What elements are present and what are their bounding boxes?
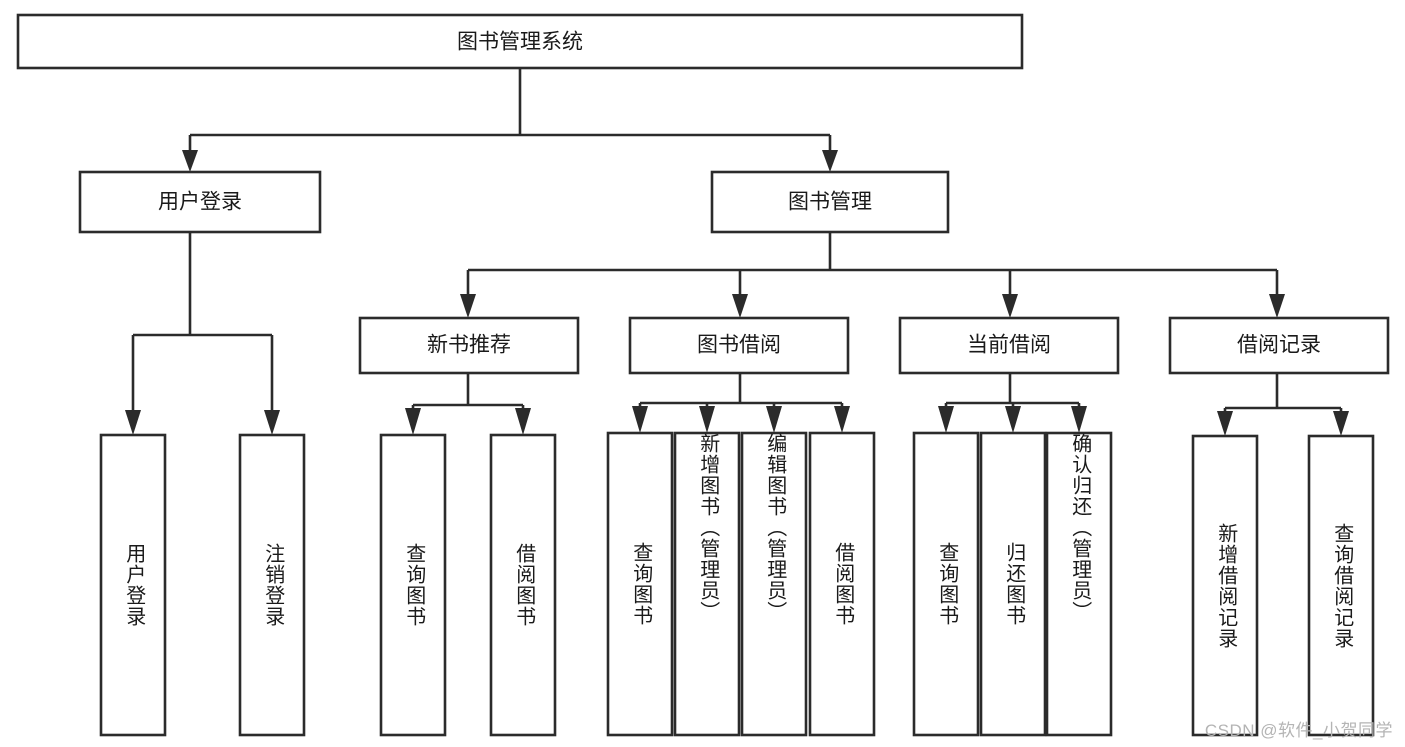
arrow-head-book-manage <box>822 150 838 172</box>
leaf-box-new-book-0[interactable] <box>379 433 447 737</box>
connector-group-user-login-leaves <box>125 232 280 435</box>
leaf-box-book-borrow-3[interactable] <box>808 431 876 737</box>
arrow-head-leaf-new-book-1 <box>515 408 531 435</box>
arrow-head-leaf-new-book-0 <box>405 408 421 435</box>
node-book-manage-box <box>710 170 950 234</box>
connector-group-book-manage-to-level2 <box>460 232 1285 318</box>
leaf-box-current-borrow-0[interactable] <box>912 431 980 737</box>
node-root-system-box <box>16 13 1024 70</box>
arrow-head-new-book-recommend <box>460 294 476 318</box>
arrow-head-leaf-book-borrow-3 <box>834 406 850 433</box>
leaf-box-user-login-1[interactable] <box>238 433 306 737</box>
arrow-head-leaf-borrow-record-0 <box>1217 411 1233 436</box>
connector-group-new-book-leaves <box>405 373 531 435</box>
leaf-box-book-borrow-2[interactable] <box>740 431 808 737</box>
node-user-login-label: 用户登录 <box>158 191 242 214</box>
node-borrow-record-box <box>1168 316 1390 375</box>
node-user-login-box <box>78 170 322 234</box>
node-new-book-recommend-box <box>358 316 580 375</box>
connector-group-root-to-level1 <box>182 68 838 172</box>
node-new-book-recommend-label: 新书推荐 <box>427 334 511 357</box>
node-root-system[interactable]: 图书管理系统 <box>16 13 1024 70</box>
node-book-manage[interactable]: 图书管理 <box>710 170 950 234</box>
node-book-borrow-label: 图书借阅 <box>697 334 781 357</box>
node-root-system-label: 图书管理系统 <box>457 31 583 54</box>
leaf-box-borrow-record-0[interactable] <box>1191 434 1259 737</box>
node-borrow-record[interactable]: 借阅记录 <box>1168 316 1390 375</box>
node-current-borrow[interactable]: 当前借阅 <box>898 316 1120 375</box>
node-borrow-record-label: 借阅记录 <box>1237 334 1321 357</box>
arrow-head-leaf-current-borrow-1 <box>1005 406 1021 433</box>
node-new-book-recommend[interactable]: 新书推荐 <box>358 316 580 375</box>
arrow-head-leaf-book-borrow-2 <box>766 406 782 433</box>
arrow-head-leaf-user-login-1 <box>264 410 280 435</box>
connector-group-book-borrow-leaves <box>632 373 850 433</box>
leaf-box-current-borrow-1[interactable] <box>979 431 1047 737</box>
arrow-head-leaf-book-borrow-0 <box>632 406 648 433</box>
node-user-login[interactable]: 用户登录 <box>78 170 322 234</box>
arrow-head-leaf-book-borrow-1 <box>699 406 715 433</box>
leaf-box-borrow-record-1[interactable] <box>1307 434 1375 737</box>
csdn-watermark: CSDN @软件_小贺同学 <box>1204 721 1393 740</box>
node-current-borrow-box <box>898 316 1120 375</box>
arrow-head-current-borrow <box>1002 294 1018 318</box>
leaf-box-book-borrow-1[interactable] <box>673 431 741 737</box>
arrow-head-borrow-record <box>1269 294 1285 318</box>
arrow-head-book-borrow <box>732 294 748 318</box>
node-current-borrow-label: 当前借阅 <box>967 334 1051 357</box>
node-book-manage-label: 图书管理 <box>788 191 872 214</box>
connector-group-current-borrow-leaves <box>938 373 1087 433</box>
arrow-head-leaf-user-login-0 <box>125 410 141 435</box>
leaf-box-user-login-0[interactable] <box>99 433 167 737</box>
arrow-head-user-login <box>182 150 198 172</box>
node-book-borrow-box <box>628 316 850 375</box>
arrow-head-leaf-current-borrow-2 <box>1071 406 1087 433</box>
connector-group-borrow-record-leaves <box>1217 373 1349 436</box>
arrow-head-leaf-borrow-record-1 <box>1333 411 1349 436</box>
leaf-box-book-borrow-0[interactable] <box>606 431 674 737</box>
leaf-box-new-book-1[interactable] <box>489 433 557 737</box>
arrow-head-leaf-current-borrow-0 <box>938 406 954 433</box>
leaf-box-current-borrow-2[interactable] <box>1045 431 1113 737</box>
node-book-borrow[interactable]: 图书借阅 <box>628 316 850 375</box>
